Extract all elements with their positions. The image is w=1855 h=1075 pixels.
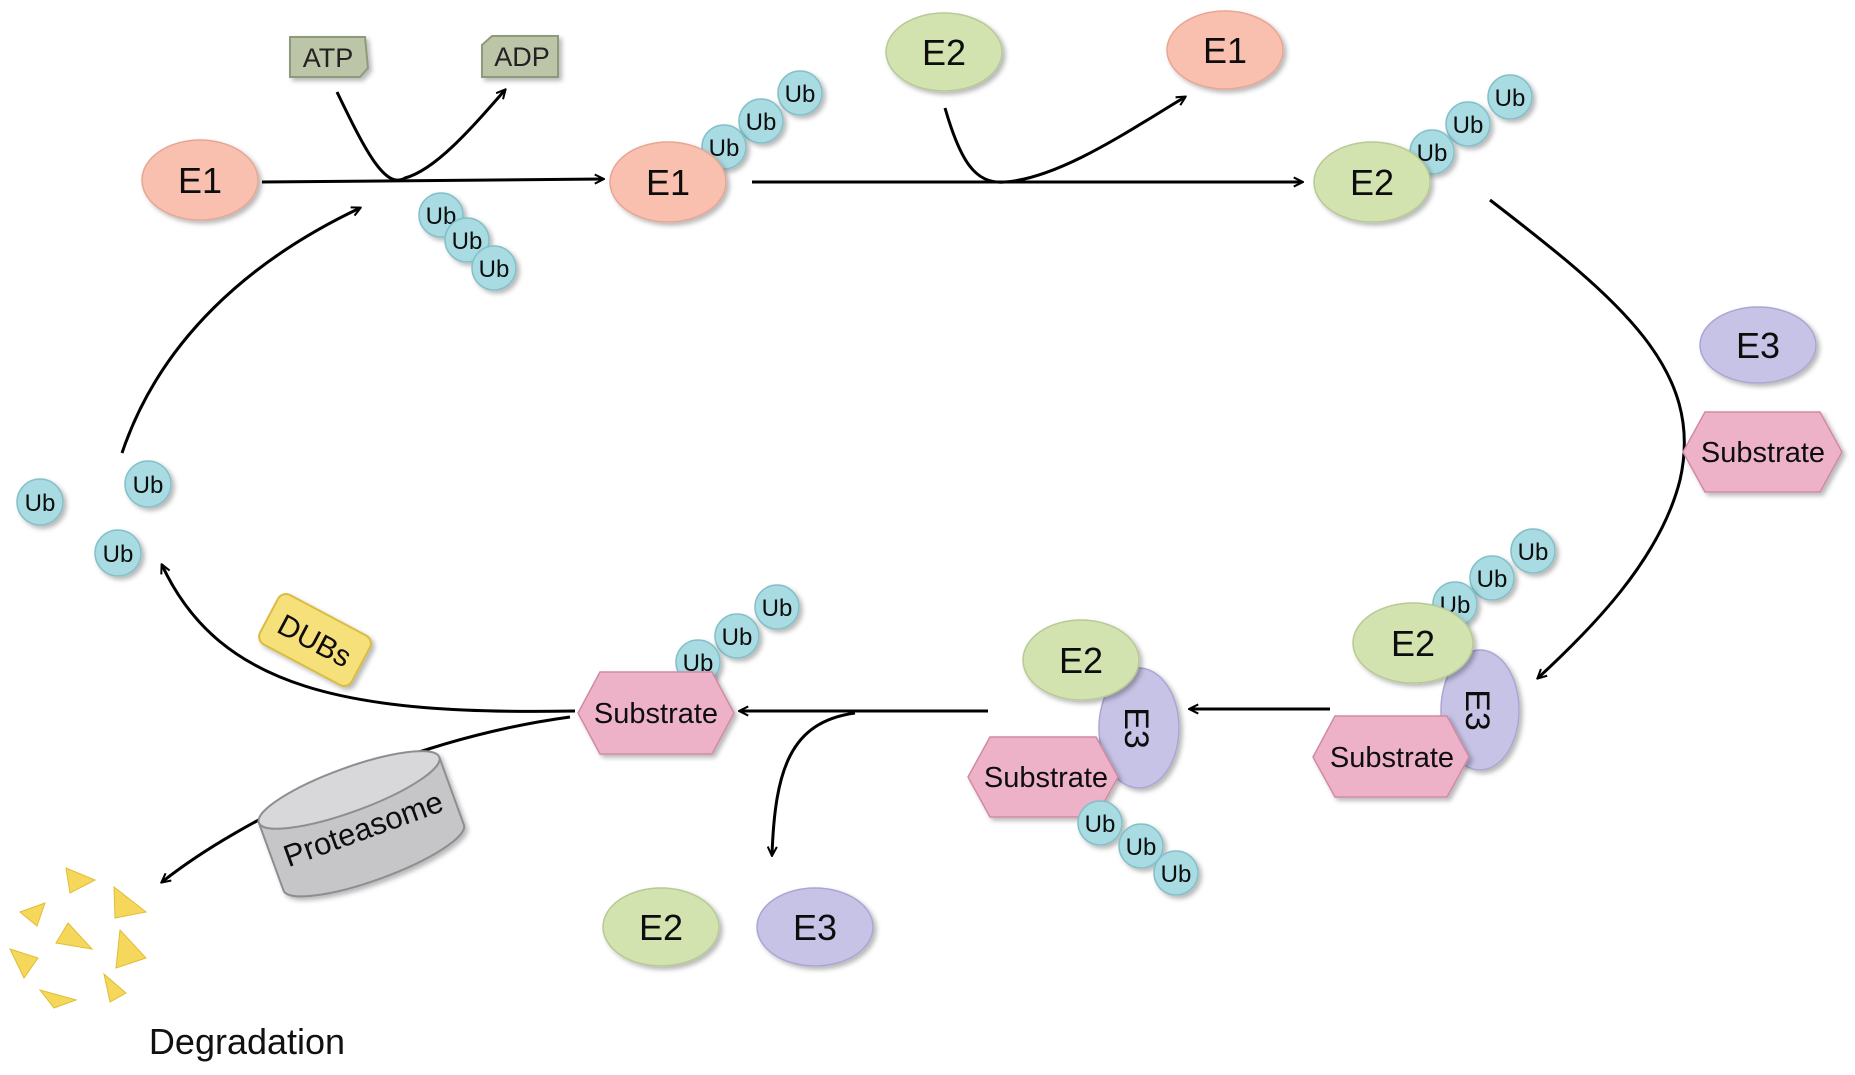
proteasome: Proteasome [257,750,466,898]
e3-label: E3 [1458,689,1496,731]
e2-enzyme-bound: E2 [1352,602,1474,684]
svg-text:Ub: Ub [452,228,483,255]
e3-enzyme-released: E3 [756,887,874,967]
free-ub-pool: Ub Ub Ub [16,460,172,577]
svg-text:Ub: Ub [746,109,777,136]
arrow-ub-return [120,208,360,454]
substrate-tagged: Substrate [577,671,735,755]
atp-box: ATP [289,36,370,78]
svg-text:Ub: Ub [1126,834,1157,861]
svg-text:Ub: Ub [722,624,753,651]
e2-label: E2 [1350,162,1394,203]
substrate-label: Substrate [594,698,718,730]
e3-enzyme-bound: E3 [1098,667,1180,789]
substrate-label: Substrate [984,762,1108,794]
ub-molecule: Ub [738,98,784,144]
e2-label: E2 [1059,640,1103,681]
ub-chain-free: Ub Ub Ub [418,192,517,291]
e2-label: E2 [922,32,966,73]
e3-enzyme-free: E3 [1699,306,1817,384]
adp-box: ADP [481,35,559,78]
ub-molecule: Ub [94,529,142,577]
svg-text:Ub: Ub [1161,861,1192,888]
e2-label: E2 [1391,623,1435,664]
ub-molecule: Ub [1487,74,1533,120]
svg-text:Ub: Ub [785,81,816,108]
ub-molecule: Ub [754,584,800,630]
arrow-e1-activation [261,179,603,182]
e3-label: E3 [793,907,837,948]
svg-text:Ub: Ub [762,595,793,622]
ub-molecule: Ub [1510,528,1556,574]
svg-text:Ub: Ub [25,490,56,517]
svg-text:Ub: Ub [103,541,134,568]
svg-text:Ub: Ub [1477,566,1508,593]
arrow-e2-to-e3-complex [1489,198,1686,678]
svg-text:Ub: Ub [133,472,164,499]
arrow-dubs-recycle [162,565,576,713]
e2-e3-substrate-ub-complex: E3 E2 Substrate Ub Ub Ub [967,619,1199,896]
substrate-label: Substrate [1330,742,1454,774]
ub-molecule: Ub [1118,823,1164,869]
e2-enzyme-charged: E2 [1313,141,1431,223]
e2-enzyme-released: E2 [602,887,720,967]
atp-label: ATP [303,43,354,73]
e1-label: E1 [178,160,222,201]
e1-ub-complex: Ub Ub Ub E1 [609,70,823,223]
arrow-release-e2-e3 [772,711,856,855]
adp-label: ADP [494,42,550,72]
ub-molecule: Ub [1077,800,1123,846]
ub-molecule: Ub [1153,850,1199,896]
arrows [120,90,1686,882]
ub-molecule: Ub [714,613,760,659]
substrate-label: Substrate [1701,437,1825,469]
svg-text:Ub: Ub [1518,539,1549,566]
e1-enzyme-released: E1 [1166,10,1284,90]
e2-e3-substrate-complex-right: Ub Ub Ub E3 E2 Substrate [1312,528,1556,798]
arrow-atp-adp [335,90,505,182]
e2-enzyme-top: E2 [885,12,1003,92]
svg-text:Ub: Ub [1453,112,1484,139]
e1-label: E1 [1203,30,1247,71]
substrate-free: Substrate [1682,411,1843,493]
ub-molecule: Ub [444,217,490,263]
substrate-bound: Substrate [967,736,1119,818]
ub-molecule: Ub [1445,101,1491,147]
peptide-fragments [9,867,148,1009]
e1-enzyme-charged: E1 [609,141,727,223]
arrow-e2-release-e1 [943,97,1185,184]
substrate-bound: Substrate [1312,715,1470,798]
svg-text:Ub: Ub [479,256,510,283]
e3-label: E3 [1117,707,1155,749]
ub-molecule: Ub [16,478,64,526]
ub-molecule: Ub [777,70,823,116]
ubiquitinated-substrate: Ub Ub Ub Substrate [577,584,800,755]
ub-molecule: Ub [1469,555,1515,601]
e1-label: E1 [646,162,690,203]
svg-text:Ub: Ub [1085,811,1116,838]
e2-enzyme-bound: E2 [1022,619,1140,701]
e3-label: E3 [1736,325,1780,366]
e2-ub-complex: Ub Ub Ub E2 [1313,74,1533,223]
e1-enzyme-start: E1 [141,139,259,221]
ub-molecule: Ub [471,245,517,291]
ub-molecule: Ub [124,460,172,508]
degradation-label: Degradation [149,1021,345,1062]
e2-label: E2 [639,907,683,948]
svg-text:Ub: Ub [1495,85,1526,112]
